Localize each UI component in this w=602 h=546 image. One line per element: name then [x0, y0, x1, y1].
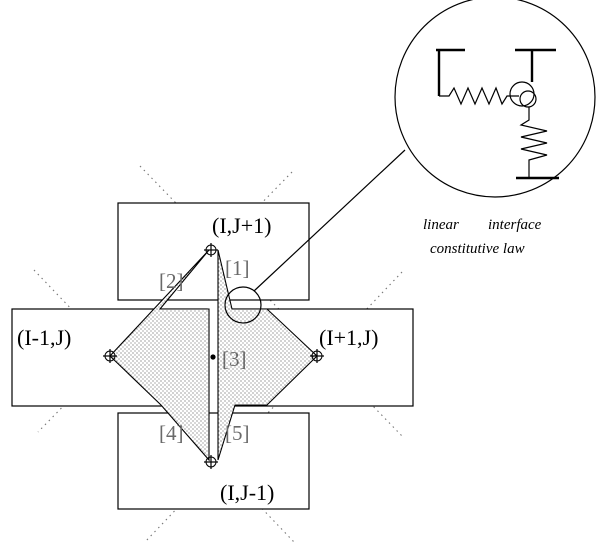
node-marker-right — [310, 349, 324, 363]
node-marker-top — [204, 243, 218, 257]
zoom-connector-line — [253, 149, 406, 292]
element-label-bottom: (I,J-1) — [220, 480, 274, 505]
element-bottom-box — [117, 412, 310, 510]
subregion-label-4: [4] — [159, 421, 184, 445]
control-volume-right-kite — [217, 249, 318, 461]
control-volume-left-kite — [109, 249, 210, 462]
element-label-top: (I,J+1) — [212, 213, 271, 238]
element-top-box — [117, 202, 310, 301]
caption-word-interface: interface — [488, 217, 542, 233]
caption-constitutive-law: constitutive law — [430, 241, 525, 257]
constitutive-law-zoom — [394, 0, 596, 198]
node-marker-left — [103, 349, 117, 363]
element-label-right: (I+1,J) — [319, 325, 378, 350]
node-marker-bottom — [204, 455, 218, 469]
center-point — [210, 354, 216, 360]
subregion-label-1: [1] — [225, 256, 250, 280]
caption-word-linear: linear — [423, 217, 459, 233]
element-label-left: (I-1,J) — [17, 325, 71, 350]
zoom-circle — [394, 0, 596, 198]
subregion-label-2: [2] — [159, 269, 184, 293]
interface-highlight-circle — [224, 286, 262, 324]
spring-schematic-icon — [436, 48, 559, 180]
subregion-label-5: [5] — [225, 421, 250, 445]
subregion-label-3: [3] — [222, 347, 247, 371]
